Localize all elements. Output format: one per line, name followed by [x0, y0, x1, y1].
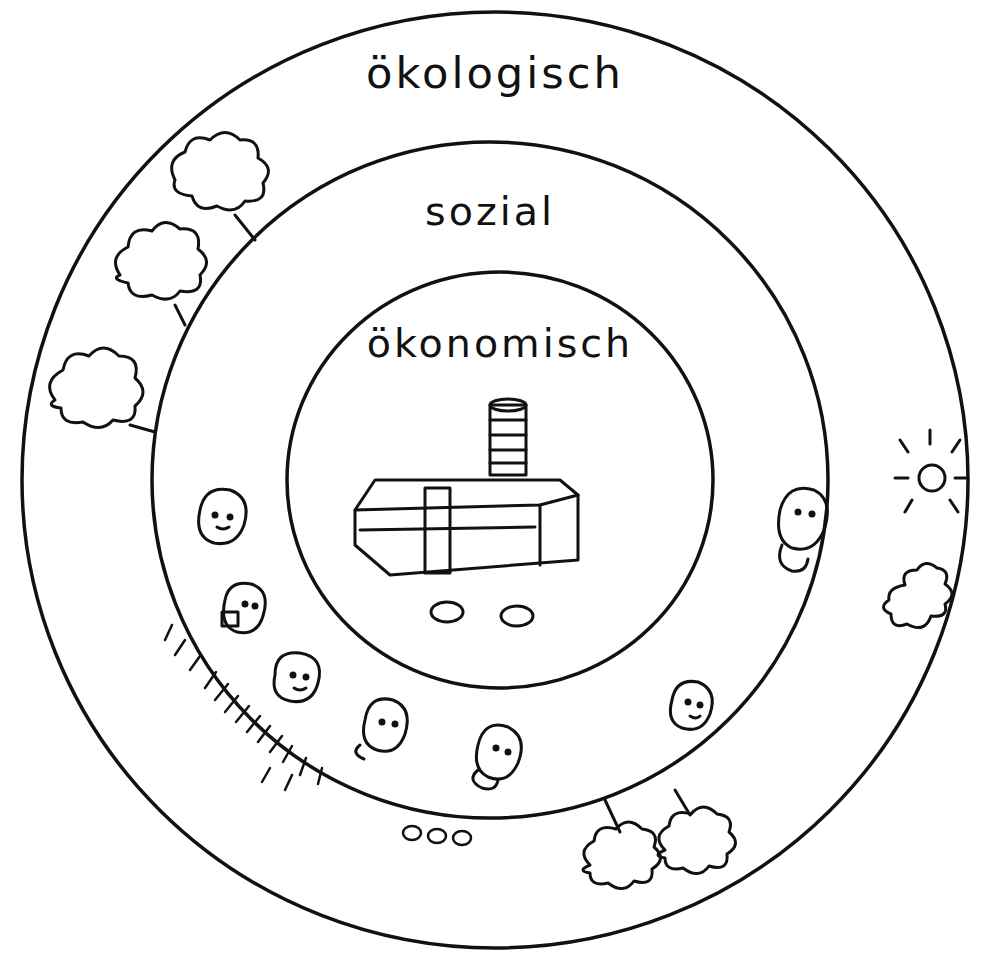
ring-label: sozial	[150, 188, 830, 234]
money-stack	[355, 399, 578, 626]
person	[356, 699, 407, 759]
person	[199, 489, 247, 543]
grass	[165, 625, 322, 790]
bush	[883, 563, 952, 627]
tree	[583, 800, 661, 889]
ring-label: ökonomisch	[285, 320, 715, 366]
social-circle: sozial ökonomisch	[150, 140, 830, 820]
person	[473, 725, 521, 789]
circle-outline	[22, 12, 968, 948]
pebbles	[403, 826, 471, 845]
sun	[895, 430, 968, 512]
ring-label: ökologisch	[20, 48, 970, 98]
tree	[116, 222, 207, 325]
circle-outline	[152, 142, 828, 818]
tree	[172, 133, 269, 241]
person	[274, 653, 320, 702]
tree	[658, 790, 736, 874]
economy-circle: ökonomisch	[285, 270, 715, 690]
tree	[50, 348, 155, 432]
ecology-circle: ökologisch sozial ökonomisch	[20, 10, 970, 950]
circle-outline	[150, 140, 830, 820]
person	[222, 583, 265, 632]
person	[670, 681, 712, 729]
